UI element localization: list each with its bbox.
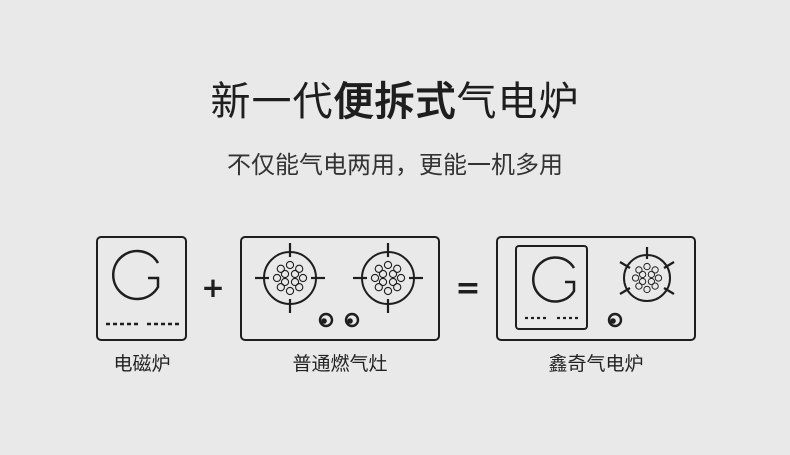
stove-knob [607, 312, 623, 328]
plus-sign: + [201, 271, 224, 304]
label-gas-electric-stove: 鑫奇气电炉 [548, 353, 644, 375]
label-gas-stove: 普通燃气灶 [292, 353, 388, 375]
page-title: 新一代便拆式气电炉 [0, 76, 790, 128]
title-text-part1: 新一代 [210, 79, 334, 125]
title-text-part2: 气电炉 [456, 79, 580, 125]
gas-burner-combo [619, 247, 675, 302]
page-subtitle: 不仅能气电两用，更能一机多用 [227, 151, 563, 179]
gas-burner-left [255, 243, 325, 313]
label-induction-cooker: 电磁炉 [113, 353, 171, 375]
gas-burner-right [353, 243, 423, 313]
equals-sign: = [455, 271, 480, 306]
gas-electric-stove-icon [496, 236, 696, 341]
induction-cooker-icon [96, 236, 187, 341]
title-text-bold: 便拆式 [333, 79, 457, 125]
gas-stove-icon [240, 236, 440, 341]
stove-knob [318, 312, 334, 328]
stove-knob [344, 312, 360, 328]
